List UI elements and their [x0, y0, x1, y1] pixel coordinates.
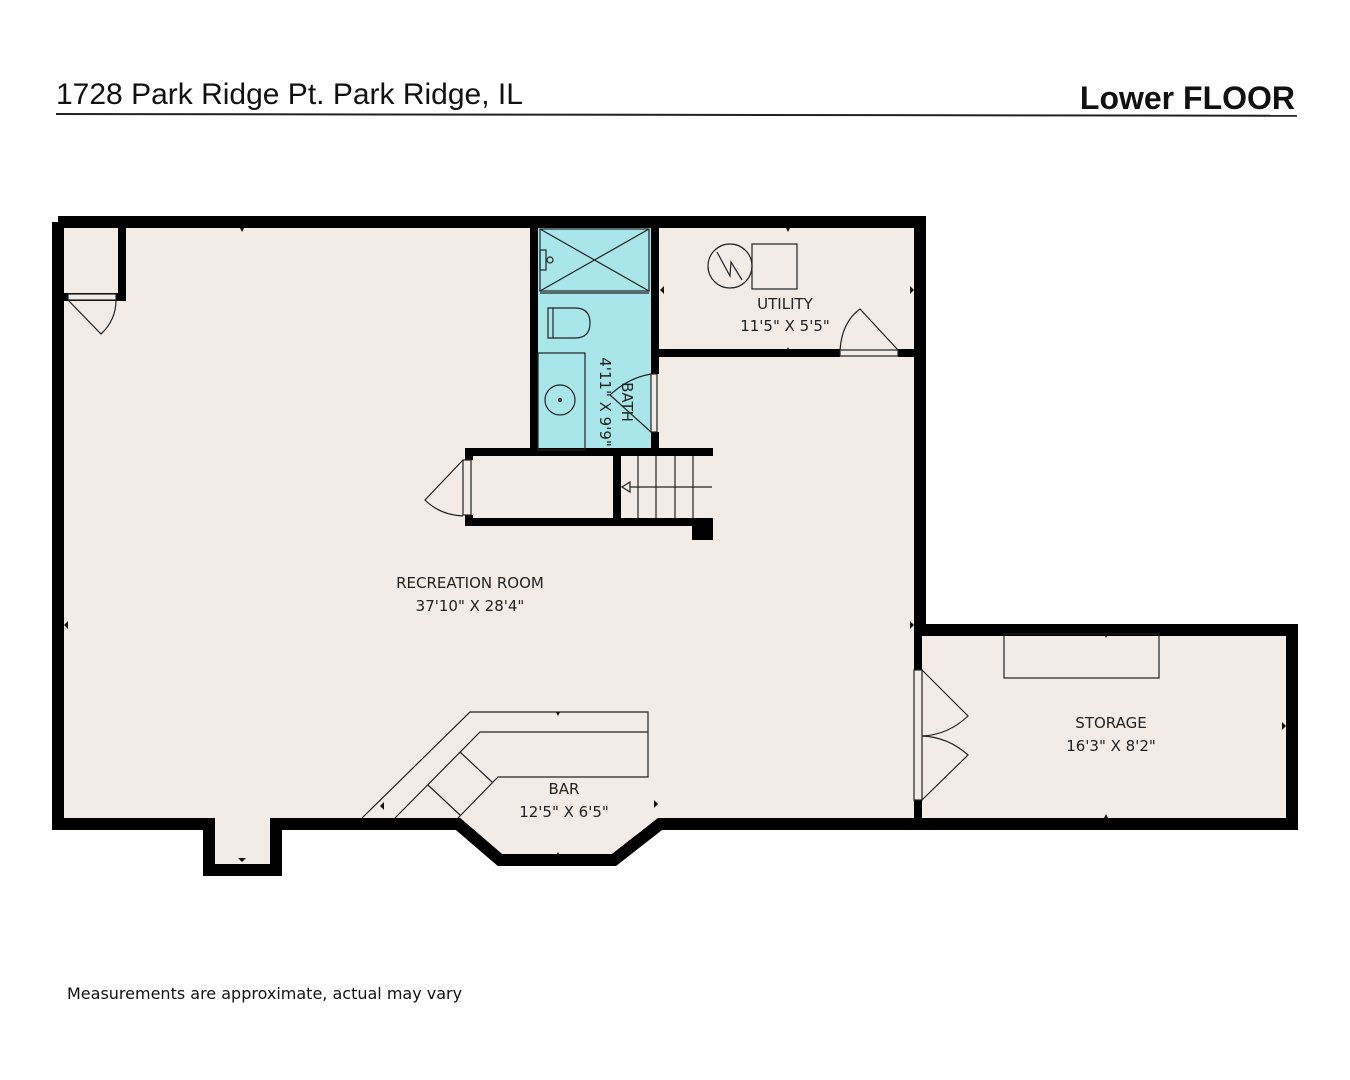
room-dims-storage: 16'3" X 8'2" [1066, 737, 1156, 755]
room-dims-recreation: 37'10" X 28'4" [416, 597, 525, 615]
property-address: 1728 Park Ridge Pt. Park Ridge, IL [56, 78, 523, 111]
furnace [751, 243, 798, 290]
room-dims-bar: 12'5" X 6'5" [519, 803, 609, 821]
closet-door-swing [67, 299, 117, 335]
dimension-markers [64, 228, 1286, 862]
closet-door-frame [67, 293, 117, 301]
storage-shelf [1003, 633, 1160, 679]
storage-door-left [921, 669, 969, 737]
floor-fills [58, 222, 1292, 870]
measurement-disclaimer: Measurements are approximate, actual may… [67, 984, 463, 1003]
fixtures [67, 228, 1160, 819]
room-name-storage: STORAGE [1075, 714, 1146, 732]
bar-counter [361, 711, 649, 819]
room-dims-bath: 4'11" X 9'9" [596, 357, 614, 447]
staircase [620, 456, 712, 518]
exterior-walls [52, 216, 1298, 876]
room-dims-utility: 11'5" X 5'5" [740, 317, 830, 335]
understair-door-swing [424, 459, 464, 517]
floor-title: Lower FLOOR [1079, 80, 1295, 116]
room-name-utility: UTILITY [757, 295, 814, 313]
room-labels: RECREATION ROOM 37'10" X 28'4" BATH 4'11… [396, 295, 1156, 821]
room-name-recreation: RECREATION ROOM [396, 574, 544, 592]
room-name-bar: BAR [549, 780, 580, 798]
storage-door-right [921, 735, 969, 801]
utility-door-swing [839, 308, 899, 351]
room-name-bath: BATH [618, 382, 636, 422]
bath-door-swing [609, 373, 652, 433]
